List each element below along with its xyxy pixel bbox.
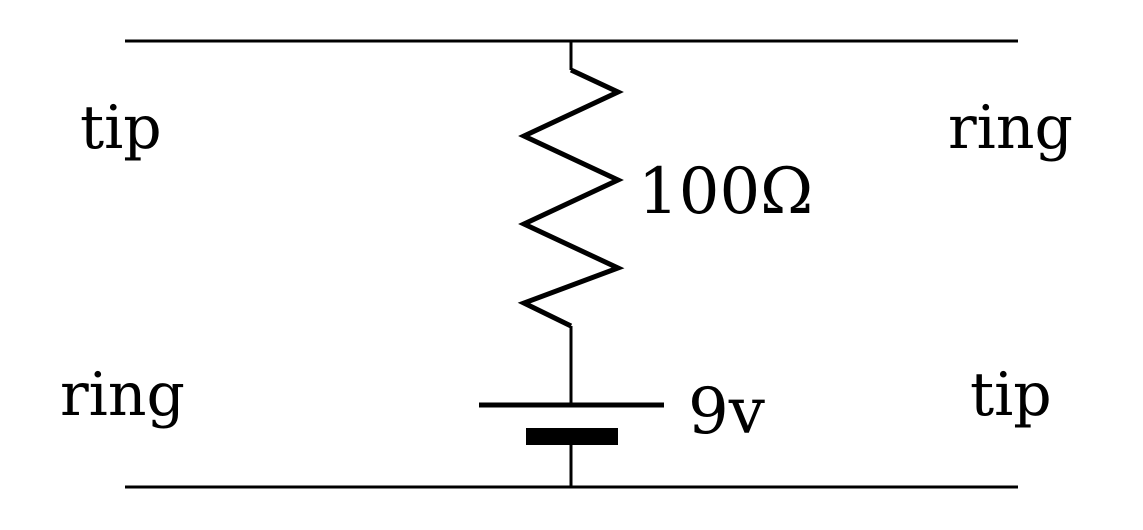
top-left-label: tip [80, 93, 162, 163]
resistor-value-label: 100Ω [638, 155, 814, 229]
top-right-label: ring [948, 93, 1073, 163]
bottom-left-label: ring [60, 360, 185, 430]
battery-negative-plate [526, 428, 618, 445]
resistor-symbol [517, 67, 625, 329]
bottom-right-label: tip [970, 360, 1052, 430]
battery-value-label: 9v [688, 375, 765, 449]
